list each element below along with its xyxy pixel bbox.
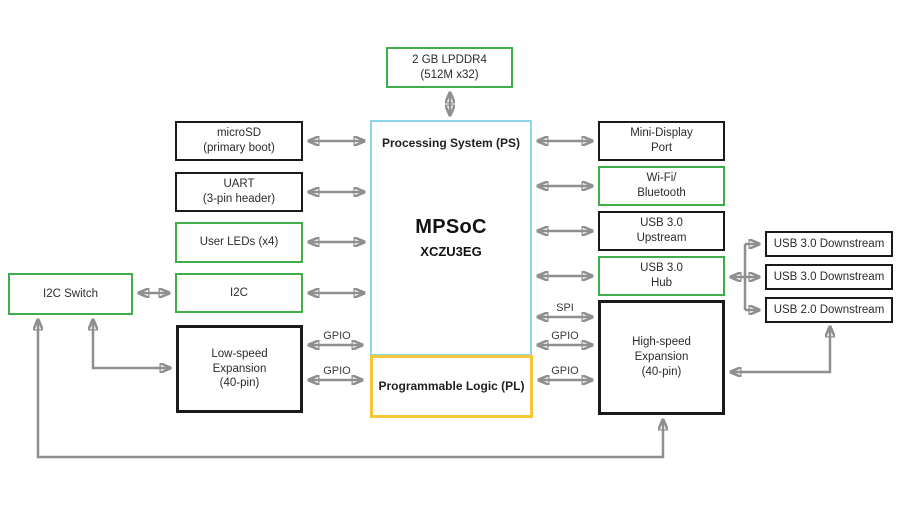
block-mini-display-port: Mini-Display Port bbox=[598, 121, 725, 161]
block-label: USB 3.0 Downstream bbox=[773, 270, 885, 283]
block-microsd: microSD (primary boot) bbox=[175, 121, 303, 161]
block-label: (40-pin) bbox=[641, 365, 682, 378]
block-wifi-bluetooth: Wi-Fi/ Bluetooth bbox=[598, 166, 725, 206]
block-label: (512M x32) bbox=[420, 68, 479, 81]
block-label: UART bbox=[223, 178, 255, 191]
block-label: High-speed bbox=[632, 336, 691, 349]
block-usb3-downstream-1: USB 3.0 Downstream bbox=[765, 231, 893, 257]
block-high-speed-expansion: High-speed Expansion (40-pin) bbox=[598, 300, 725, 415]
arrow-highspeed-usb2down bbox=[731, 327, 830, 372]
block-label: USB 3.0 Downstream bbox=[773, 237, 885, 250]
block-uart: UART (3-pin header) bbox=[175, 172, 303, 212]
bus-label-gpio-right-ps: GPIO bbox=[551, 330, 579, 342]
chip-part-number: XCZU3EG bbox=[420, 243, 482, 259]
block-usb3-hub: USB 3.0 Hub bbox=[598, 256, 725, 296]
bus-label-spi: SPI bbox=[556, 302, 574, 314]
block-label: Low-speed bbox=[211, 347, 268, 360]
ps-label: Processing System (PS) bbox=[381, 136, 521, 150]
block-label: User LEDs (x4) bbox=[199, 236, 279, 249]
block-i2c: I2C bbox=[175, 273, 303, 313]
block-label: (40-pin) bbox=[219, 377, 260, 390]
block-label: Hub bbox=[650, 277, 673, 289]
block-processing-system: Processing System (PS) MPSoC XCZU3EG bbox=[370, 120, 532, 356]
block-label: Bluetooth bbox=[637, 187, 686, 199]
block-usb3-downstream-2: USB 3.0 Downstream bbox=[765, 264, 893, 290]
bus-label-gpio-left-pl: GPIO bbox=[323, 365, 351, 377]
block-label: 2 GB LPDDR4 bbox=[412, 53, 487, 66]
arrow-i2cswitch-highspeed bbox=[38, 320, 663, 459]
block-usb3-upstream: USB 3.0 Upstream bbox=[598, 211, 725, 251]
block-label: USB 3.0 bbox=[640, 217, 683, 230]
block-i2c-switch: I2C Switch bbox=[8, 273, 133, 315]
block-label: Upstream bbox=[636, 232, 687, 244]
block-label: microSD bbox=[216, 127, 262, 140]
block-low-speed-expansion: Low-speed Expansion (40-pin) bbox=[176, 325, 303, 413]
pl-label: Programmable Logic (PL) bbox=[378, 378, 525, 393]
block-usb2-downstream: USB 2.0 Downstream bbox=[765, 297, 893, 323]
bus-label-gpio-left-ps: GPIO bbox=[323, 330, 351, 342]
block-label: Mini-Display bbox=[630, 127, 693, 140]
block-label: USB 2.0 Downstream bbox=[773, 303, 885, 316]
block-label: (primary boot) bbox=[203, 142, 275, 154]
block-label: USB 3.0 bbox=[640, 262, 683, 275]
block-programmable-logic: Programmable Logic (PL) bbox=[370, 355, 533, 418]
block-label: Port bbox=[650, 142, 673, 154]
block-label: I2C bbox=[230, 286, 248, 299]
block-lpddr4: 2 GB LPDDR4 (512M x32) bbox=[386, 47, 513, 88]
block-user-leds: User LEDs (x4) bbox=[175, 222, 303, 263]
arrow-i2cswitch-lowspeed bbox=[93, 320, 170, 368]
block-label: I2C Switch bbox=[43, 287, 98, 300]
block-label: Expansion bbox=[634, 351, 689, 364]
chip-name: MPSoC bbox=[415, 216, 487, 239]
block-label: Expansion bbox=[212, 362, 267, 375]
block-label: (3-pin header) bbox=[202, 193, 276, 205]
bus-label-gpio-right-pl: GPIO bbox=[551, 365, 579, 377]
block-label: Wi-Fi/ bbox=[646, 172, 677, 185]
